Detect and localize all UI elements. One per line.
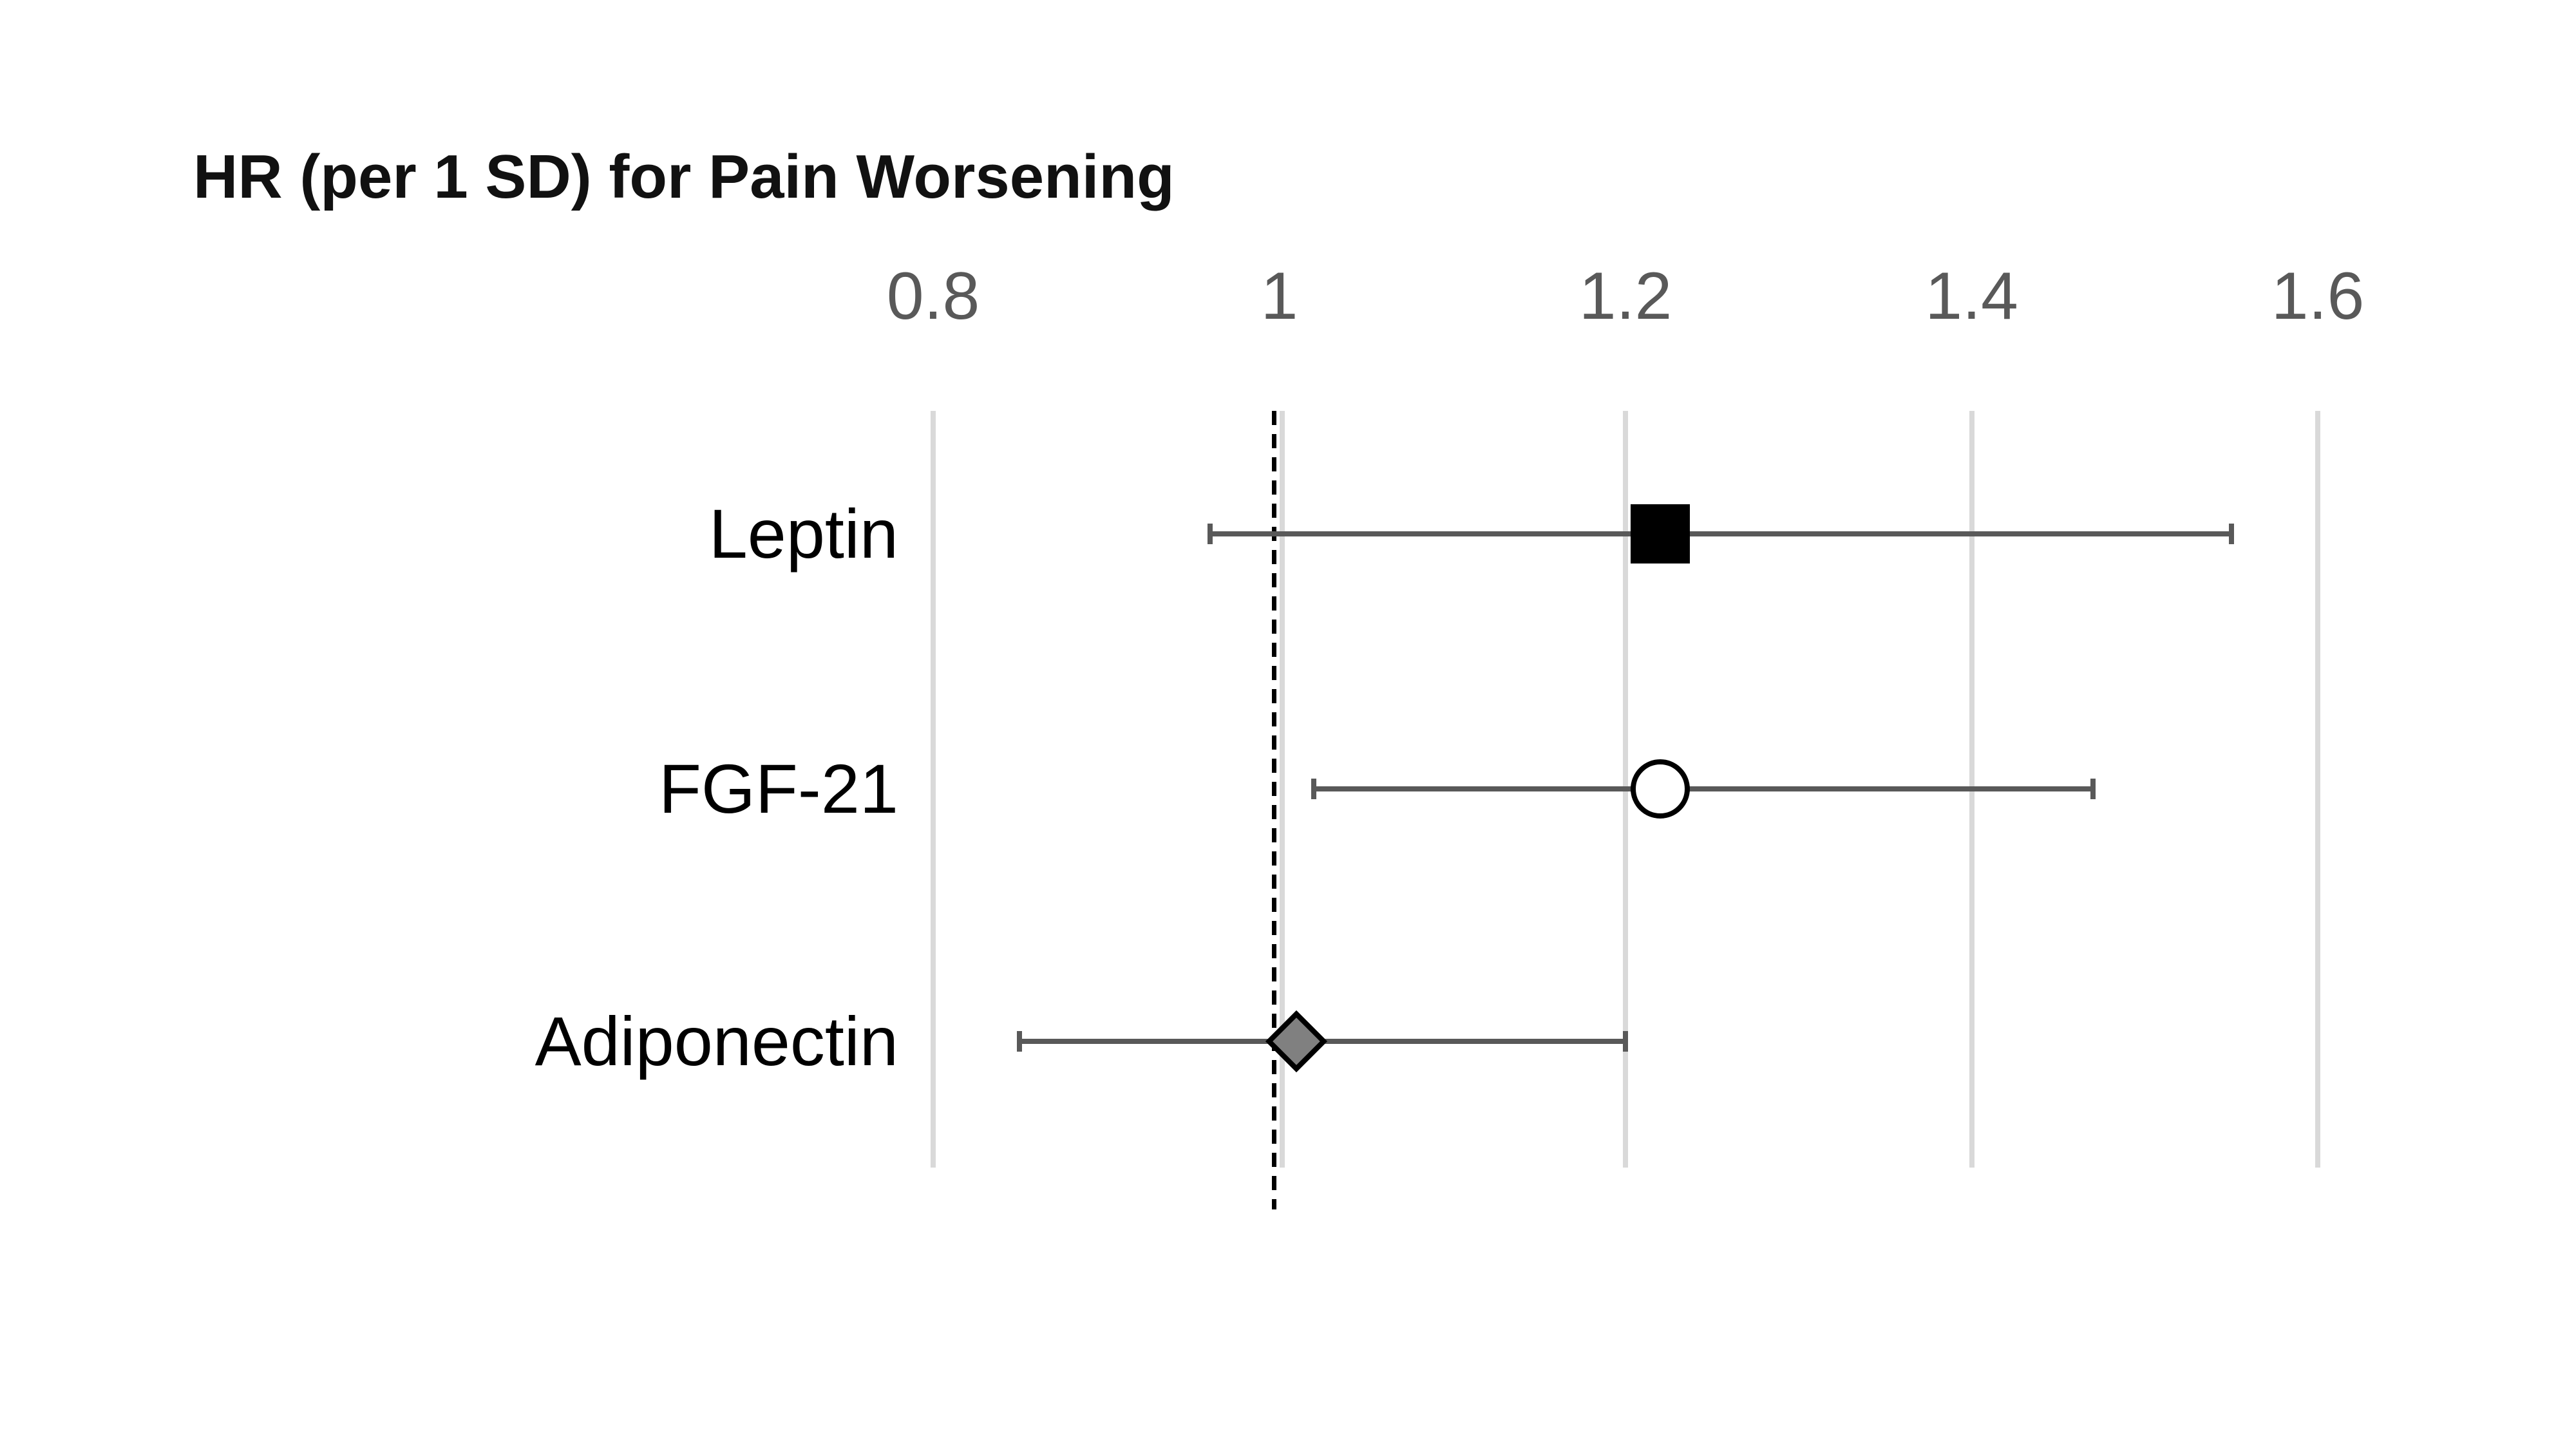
x-axis-tick-label: 0.8 [886,259,980,334]
ci-cap-high-adiponectin [1623,1031,1628,1052]
marker-square-leptin [1630,504,1690,564]
ci-line-leptin [1210,531,2231,536]
reference-line-hr1 [1271,411,1276,1209]
x-axis-tick-label: 1 [1260,259,1298,334]
ci-cap-low-leptin [1208,524,1213,544]
marker-circle-fgf-21 [1630,759,1690,819]
gridline-x-0.8 [931,411,936,1168]
ci-cap-high-leptin [2228,524,2234,544]
ci-line-fgf-21 [1314,786,2093,791]
ci-cap-low-fgf-21 [1311,779,1317,799]
row-label-leptin: Leptin [708,495,898,573]
ci-cap-low-adiponectin [1017,1031,1023,1052]
row-label-fgf-21: FGF-21 [658,750,898,828]
ci-cap-high-fgf-21 [2090,779,2096,799]
x-axis-tick-label: 1.4 [1925,259,2018,334]
gridline-x-1.6 [2315,411,2320,1168]
x-axis-tick-label: 1.2 [1578,259,1672,334]
chart-title: HR (per 1 SD) for Pain Worsening [193,142,1175,211]
gridline-x-1 [1279,411,1285,1168]
row-label-adiponectin: Adiponectin [535,1002,898,1080]
x-axis-tick-label: 1.6 [2271,259,2365,334]
